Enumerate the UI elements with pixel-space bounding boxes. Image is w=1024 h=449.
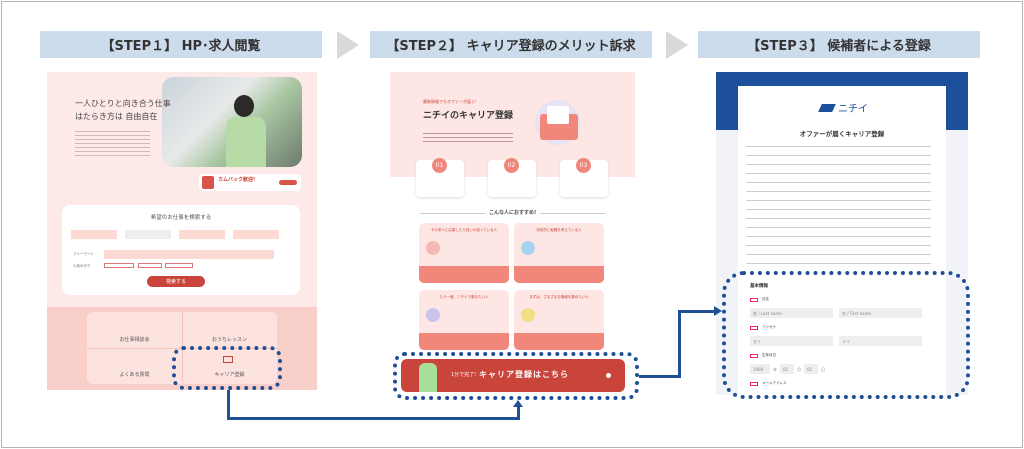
connector-line <box>678 310 716 313</box>
job-search-card: 希望のお仕事を検索する フリーワード 人気のタグ 検索する <box>62 205 300 295</box>
link-job-consultation[interactable]: お仕事相談会 <box>119 337 150 343</box>
arrow-up-icon <box>513 400 523 407</box>
placeholder: 姓 / Last name <box>753 311 782 316</box>
connector-line <box>517 406 520 420</box>
link-faq[interactable]: よくある質問 <box>119 372 150 378</box>
keyword-label: フリーワード <box>73 252 94 256</box>
lp-title: ニチイのキャリア登録 <box>423 111 514 121</box>
birth-month-input[interactable]: 01 <box>780 364 794 374</box>
field-label: フリガナ <box>762 325 776 329</box>
highlight-career-link <box>172 346 282 390</box>
connector-line <box>639 375 680 378</box>
step-number: 03 <box>576 158 591 173</box>
placeholder: メイ <box>842 339 850 344</box>
hero-photo <box>162 77 302 167</box>
prefecture-select[interactable] <box>71 230 117 239</box>
link-career-registration[interactable]: キャリア登録 <box>214 372 245 378</box>
cta-label: キャリア登録はこちら <box>479 370 569 379</box>
hp-screenshot: 一人ひとりと向き合う仕事 はたらき方は 自由自在 カムバック歓迎! 希望のお仕事… <box>47 72 317 390</box>
connector-line <box>678 310 681 378</box>
placeholder: 01 <box>807 367 813 372</box>
hp-headline: はたらき方は 自由自在 <box>75 112 158 121</box>
chevron-right-icon <box>666 31 688 59</box>
field-label: 生年月日 <box>762 353 776 357</box>
hp-headline: 一人ひとりと向き合う仕事 <box>75 99 171 108</box>
connector-line <box>227 390 230 419</box>
birth-day-input[interactable]: 01 <box>804 364 818 374</box>
placeholder: 01 <box>783 367 789 372</box>
chevron-right-icon <box>337 31 359 59</box>
lp-eyebrow: 最新情報でもオファーが届く! <box>423 99 477 104</box>
field-label: 氏名 <box>762 297 769 301</box>
step-number: 01 <box>432 158 447 173</box>
step1-header: 【STEP１】 HP･求人閲覧 <box>40 31 322 58</box>
highlight-form <box>722 271 970 399</box>
placeholder: セイ <box>753 339 761 344</box>
birth-year-input[interactable]: 1980 <box>750 364 770 374</box>
step3-header: 【STEP３】 候補者による登録 <box>698 31 980 58</box>
field-label: メールアドレス <box>762 381 787 385</box>
arrow-right-icon <box>714 306 722 316</box>
unit-label: 月 <box>797 367 801 372</box>
persona-card-title: 将来的に転職を考えている人 <box>536 228 582 232</box>
form-description <box>746 142 931 267</box>
form-title: オファーが届くキャリア登録 <box>799 130 885 138</box>
cta-prefix: 1分で完了! <box>451 372 477 378</box>
tags-label: 人気のタグ <box>73 264 91 268</box>
persona-card-title: まずは、さまざまな情報を集めたい人 <box>529 295 589 299</box>
recommend-heading: こんな人におすすめ! <box>485 209 541 216</box>
hp-intro-text <box>75 128 150 158</box>
last-name-input[interactable]: 姓 / Last name <box>750 308 833 318</box>
banner-title: カムバック歓迎! <box>218 177 256 183</box>
search-title: 希望のお仕事を検索する <box>150 215 212 221</box>
city-select[interactable] <box>125 230 171 239</box>
persona-card-title: もう一度、ニチイで働きたい人 <box>439 295 489 299</box>
form-screenshot: ニチイ オファーが届くキャリア登録 基本情報 氏名 姓 / Last name … <box>716 72 968 395</box>
keyword-input[interactable] <box>104 250 274 259</box>
placeholder: 1980 <box>753 367 764 372</box>
placeholder: 名 / First name <box>842 311 871 316</box>
unit-label: 年 <box>773 367 777 372</box>
persona-card-title: その求人に応募したら良いか迷っている人 <box>430 228 498 232</box>
first-name-input[interactable]: 名 / First name <box>839 308 922 318</box>
unit-label: 日 <box>821 367 825 372</box>
step2-header: 【STEP２】 キャリア登録のメリット訴求 <box>370 31 652 58</box>
step-number: 02 <box>504 158 519 173</box>
lp-screenshot: 最新情報でもオファーが届く! ニチイのキャリア登録 01 02 03 こんな人に… <box>390 72 635 395</box>
nichii-logo: ニチイ <box>838 104 868 115</box>
comeback-banner[interactable]: カムバック歓迎! <box>199 174 301 191</box>
connector-line <box>227 417 519 420</box>
envelope-illustration <box>535 100 580 145</box>
career-registration-cta[interactable]: 1分で完了! キャリア登録はこちら <box>401 359 625 392</box>
arrow-circle-icon <box>606 373 611 378</box>
form-card: ニチイ オファーが届くキャリア登録 基本情報 氏名 姓 / Last name … <box>738 86 946 395</box>
mail-icon <box>223 356 233 363</box>
search-button[interactable]: 検索する <box>147 276 205 287</box>
highlight-cta <box>393 352 639 400</box>
job-type-select[interactable] <box>179 230 225 239</box>
link-home-lesson[interactable]: おうちレッスン <box>211 337 247 343</box>
employment-select[interactable] <box>233 230 279 239</box>
section-heading: 基本情報 <box>750 284 768 289</box>
kana-first-input[interactable]: メイ <box>839 336 922 346</box>
kana-last-input[interactable]: セイ <box>750 336 833 346</box>
nichii-logo-icon <box>818 104 836 112</box>
